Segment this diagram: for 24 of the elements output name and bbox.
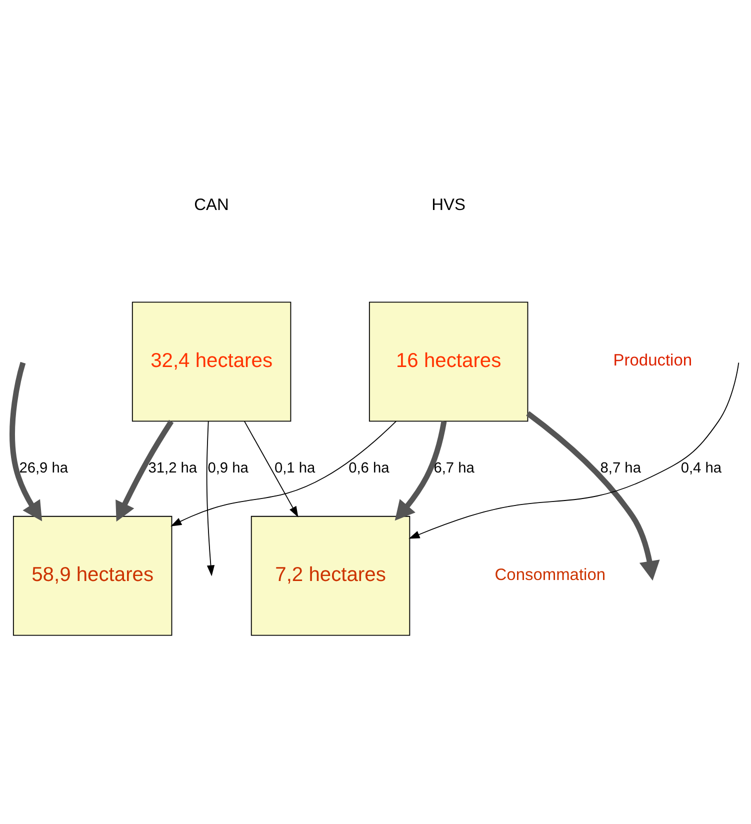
edge-label: 8,7 ha <box>600 460 641 476</box>
edge-label: 26,9 ha <box>19 460 68 476</box>
node-box: 32,4 hectares <box>132 301 292 422</box>
edge-label: 0,6 ha <box>348 460 390 476</box>
edge-label: 0,1 ha <box>274 460 316 476</box>
node-box: 7,2 hectares <box>250 515 410 636</box>
arrow <box>206 420 215 576</box>
label: HVS <box>432 196 466 214</box>
label: Consommation <box>494 565 606 584</box>
arrow <box>170 420 397 526</box>
arrow <box>10 361 42 521</box>
arrow <box>526 410 660 580</box>
arrow <box>394 420 447 520</box>
edge-label: 0,9 ha <box>208 460 248 476</box>
edge-label: 6,7 ha <box>434 460 474 476</box>
arrow <box>408 362 740 538</box>
edge-label: 0,4 ha <box>680 460 722 476</box>
node-box: 58,9 hectares <box>12 515 172 636</box>
label: CAN <box>194 196 229 214</box>
node-box: 16 hectares <box>368 301 528 422</box>
arrow <box>116 419 174 522</box>
edge-label: 31,2 ha <box>148 460 198 476</box>
label: Production <box>613 351 692 370</box>
arrow <box>244 420 298 517</box>
